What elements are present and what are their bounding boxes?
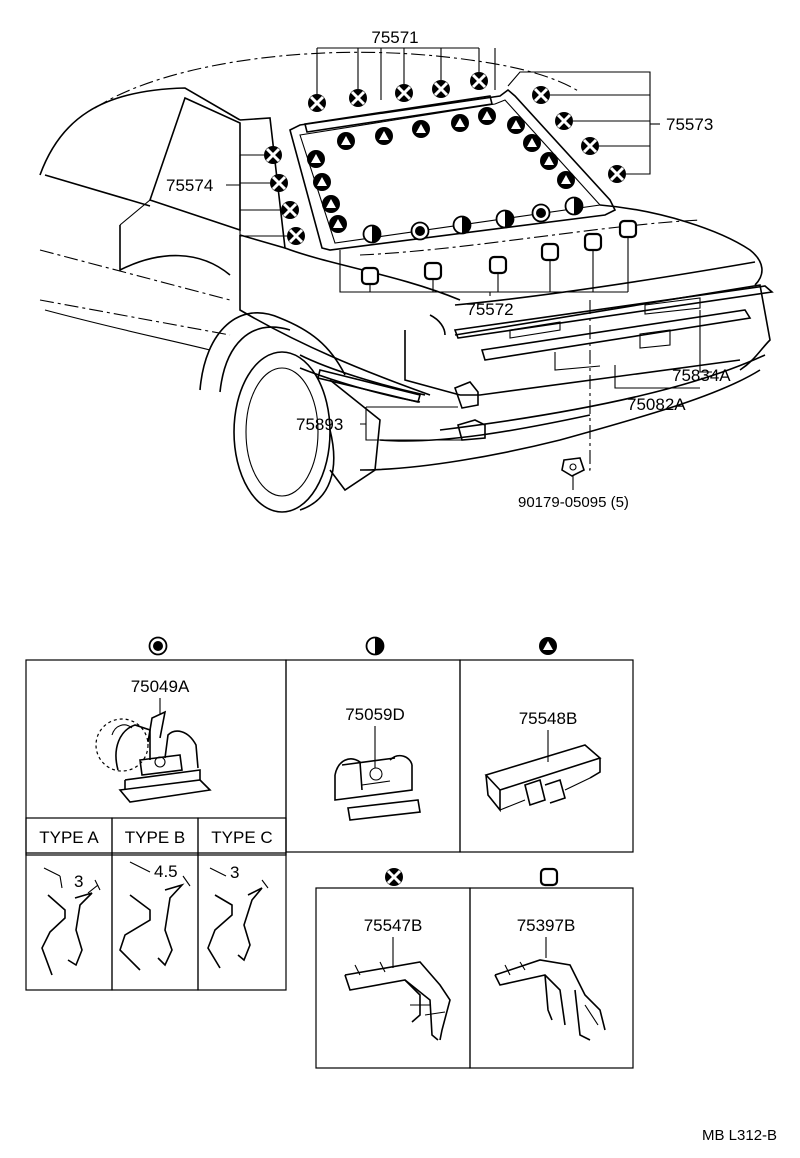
- clip-75059d-drawing: 75059D: [334, 705, 421, 821]
- callout-75572: 75572: [466, 300, 513, 319]
- car-body-outline: [39, 51, 774, 513]
- svg-text:75397B: 75397B: [517, 916, 576, 935]
- type-b-dimension: 4.5: [154, 862, 178, 881]
- type-a-label: TYPE A: [39, 828, 99, 847]
- callout-75571: 75571: [371, 28, 418, 47]
- dot-in-circle-icon: [148, 636, 168, 656]
- clip-75547b-drawing: 75547B: [344, 916, 451, 1041]
- callout-75573: 75573: [666, 115, 713, 134]
- callout-75834A: 75834A: [672, 366, 731, 385]
- panel-header-symbols: [148, 636, 559, 888]
- callout-90179-05095: 90179-05095 (5): [518, 494, 629, 511]
- leader-lines: [226, 47, 712, 490]
- clip-75397b-drawing: 75397B: [494, 916, 606, 1041]
- svg-text:75547B: 75547B: [364, 916, 423, 935]
- type-c-profile: 3: [207, 863, 269, 969]
- callout-75893: 75893: [296, 415, 343, 434]
- type-a-dimension: 3: [74, 872, 83, 891]
- type-c-label: TYPE C: [211, 828, 272, 847]
- x-in-circle-icon: [383, 866, 405, 888]
- svg-text:75059D: 75059D: [345, 705, 405, 724]
- type-c-dimension: 3: [230, 863, 239, 882]
- svg-text:75548B: 75548B: [519, 709, 578, 728]
- square-in-circle-icon: [539, 867, 559, 887]
- callout-75574: 75574: [166, 176, 213, 195]
- panel-frames: [25, 659, 634, 1069]
- clip-75548b-drawing: 75548B: [484, 709, 602, 813]
- type-b-profile: 4.5: [119, 861, 191, 971]
- half-circle-icon: [365, 636, 385, 656]
- type-b-label: TYPE B: [125, 828, 185, 847]
- callout-75082A: 75082A: [627, 395, 686, 414]
- triangle-in-circle-icon: [539, 637, 557, 655]
- type-a-profile: 3: [41, 867, 101, 976]
- callout-labels: 75571 75573 75574 75572 75834A 75082A 75…: [166, 28, 731, 511]
- drawing-code: MB L312-B: [702, 1127, 777, 1144]
- clip-75049a-drawing: 75049A: [95, 677, 212, 803]
- svg-text:75049A: 75049A: [131, 677, 190, 696]
